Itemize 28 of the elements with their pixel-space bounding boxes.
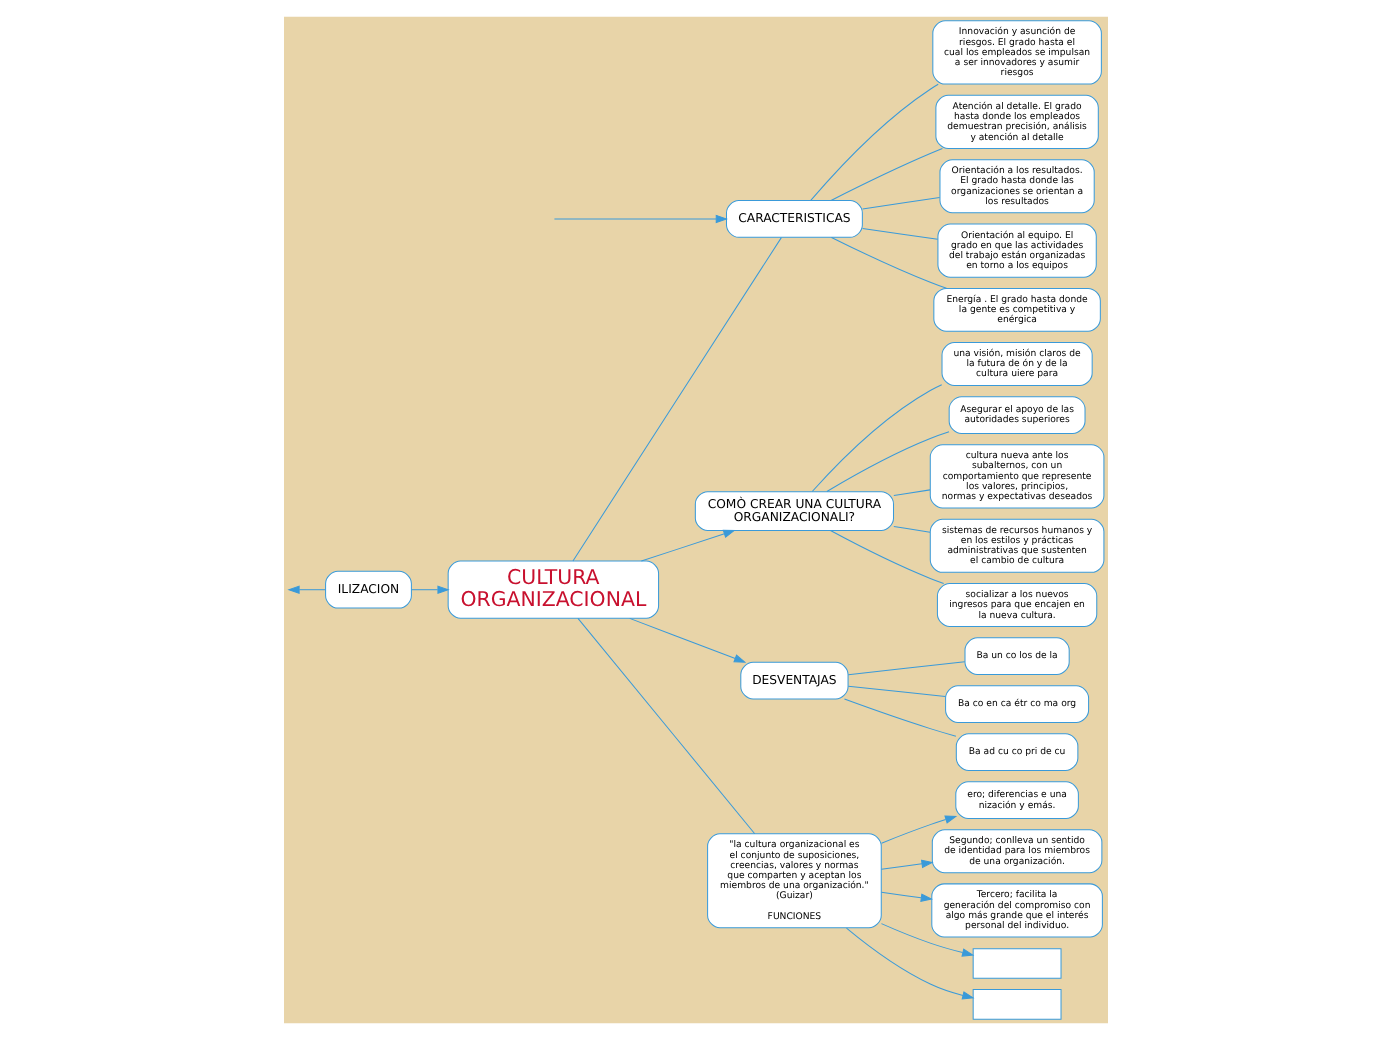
connector xyxy=(830,148,943,201)
arrow xyxy=(410,585,450,594)
connector xyxy=(893,526,931,533)
connector xyxy=(829,530,945,585)
arrow xyxy=(880,891,933,902)
connector xyxy=(811,384,943,493)
connector xyxy=(847,661,966,676)
arrow xyxy=(640,529,736,562)
connector xyxy=(862,197,941,210)
node-box xyxy=(972,948,1062,979)
connector xyxy=(893,489,931,497)
arrow xyxy=(880,923,975,957)
connector xyxy=(831,236,947,289)
connector xyxy=(572,237,782,562)
arrow xyxy=(629,617,747,663)
arrow xyxy=(880,859,934,870)
node-box xyxy=(972,989,1062,1020)
connector xyxy=(810,83,939,201)
arrow xyxy=(287,585,326,594)
arrow xyxy=(553,214,728,224)
node-box: CULTURA ORGANIZACIONAL xyxy=(447,560,660,619)
arrow xyxy=(846,927,975,1000)
connector xyxy=(843,698,957,737)
connector xyxy=(577,617,756,835)
connector xyxy=(847,685,946,698)
connector xyxy=(862,228,939,240)
arrow xyxy=(881,815,958,844)
connector xyxy=(826,431,950,492)
